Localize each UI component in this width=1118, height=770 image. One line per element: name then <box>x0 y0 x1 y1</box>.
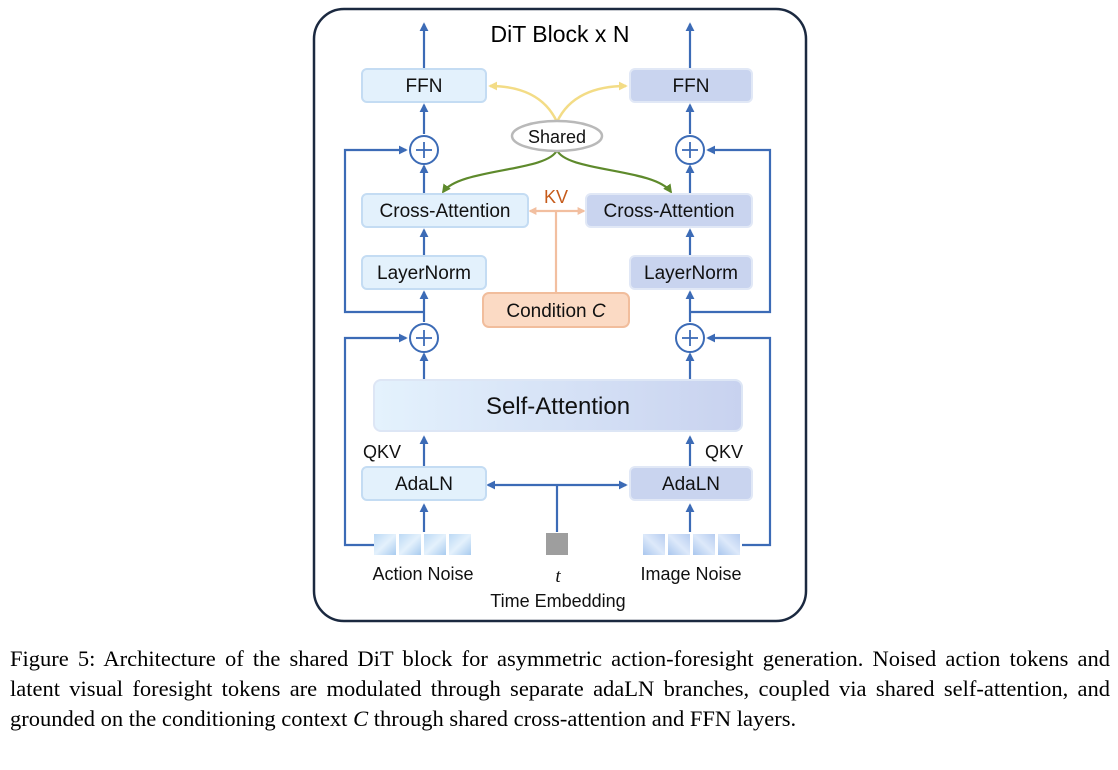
right-ffn-label: FFN <box>673 76 710 97</box>
condition-box <box>482 292 630 328</box>
caption-prefix: Figure 5: Architecture of the shared DiT… <box>10 646 1110 731</box>
shared-to-left-crossattn <box>441 149 559 194</box>
right-qkv-label: QKV <box>705 442 743 462</box>
left-layernorm-box <box>361 255 487 290</box>
caption-symbol: C <box>353 706 369 731</box>
time-embedding-label: Time Embedding <box>490 591 625 611</box>
self-attention-label: Self-Attention <box>486 393 630 420</box>
action-noise-tokens <box>374 534 471 555</box>
shared-ffn-links <box>488 81 628 123</box>
right-cross-attention-label: Cross-Attention <box>604 201 735 222</box>
right-ffn-box <box>629 68 753 103</box>
kv-label: KV <box>544 187 568 207</box>
image-noise-label: Image Noise <box>640 564 741 584</box>
right-layernorm-box <box>629 255 753 290</box>
left-adaln-box <box>361 466 487 501</box>
dit-block-diagram: DiT Block x N <box>312 7 808 623</box>
left-ffn-label: FFN <box>406 76 443 97</box>
left-adaln-label: AdaLN <box>395 474 453 495</box>
shared-ellipse <box>510 119 604 153</box>
left-residual-1 <box>343 333 408 547</box>
connections <box>343 22 772 547</box>
shared-to-left-ffn <box>488 81 559 123</box>
condition-kv-links <box>528 207 586 293</box>
condition-text: Condition <box>506 301 586 322</box>
left-ffn-box <box>361 68 487 103</box>
caption-suffix: through shared cross-attention and FFN l… <box>368 706 797 731</box>
right-adaln-label: AdaLN <box>662 474 720 495</box>
right-adaln-box <box>629 466 753 501</box>
right-residual-1 <box>706 333 772 547</box>
shared-to-right-crossattn <box>555 149 673 194</box>
action-noise-label: Action Noise <box>372 564 473 584</box>
time-token <box>546 533 568 555</box>
right-add-upper <box>675 135 705 165</box>
condition-label: Condition C <box>506 301 606 322</box>
t-label: t <box>555 566 561 587</box>
left-layernorm-label: LayerNorm <box>377 263 471 284</box>
right-cross-attention-box <box>585 193 753 228</box>
left-cross-attention-box <box>361 193 529 228</box>
left-qkv-label: QKV <box>363 442 401 462</box>
self-attention-box <box>373 379 743 432</box>
image-noise-tokens <box>643 534 740 555</box>
left-cross-attention-label: Cross-Attention <box>380 201 511 222</box>
right-residual-2 <box>690 145 772 314</box>
block-title: DiT Block x N <box>491 21 630 47</box>
shared-to-right-ffn <box>555 81 628 123</box>
condition-symbol: C <box>592 301 606 322</box>
left-add-lower <box>409 323 439 353</box>
shared-crossattn-links <box>441 149 673 194</box>
right-add-lower <box>675 323 705 353</box>
left-residual-2 <box>343 145 424 314</box>
right-layernorm-label: LayerNorm <box>644 263 738 284</box>
left-add-upper <box>409 135 439 165</box>
shared-label: Shared <box>528 127 586 147</box>
figure-caption: Figure 5: Architecture of the shared DiT… <box>10 644 1110 734</box>
